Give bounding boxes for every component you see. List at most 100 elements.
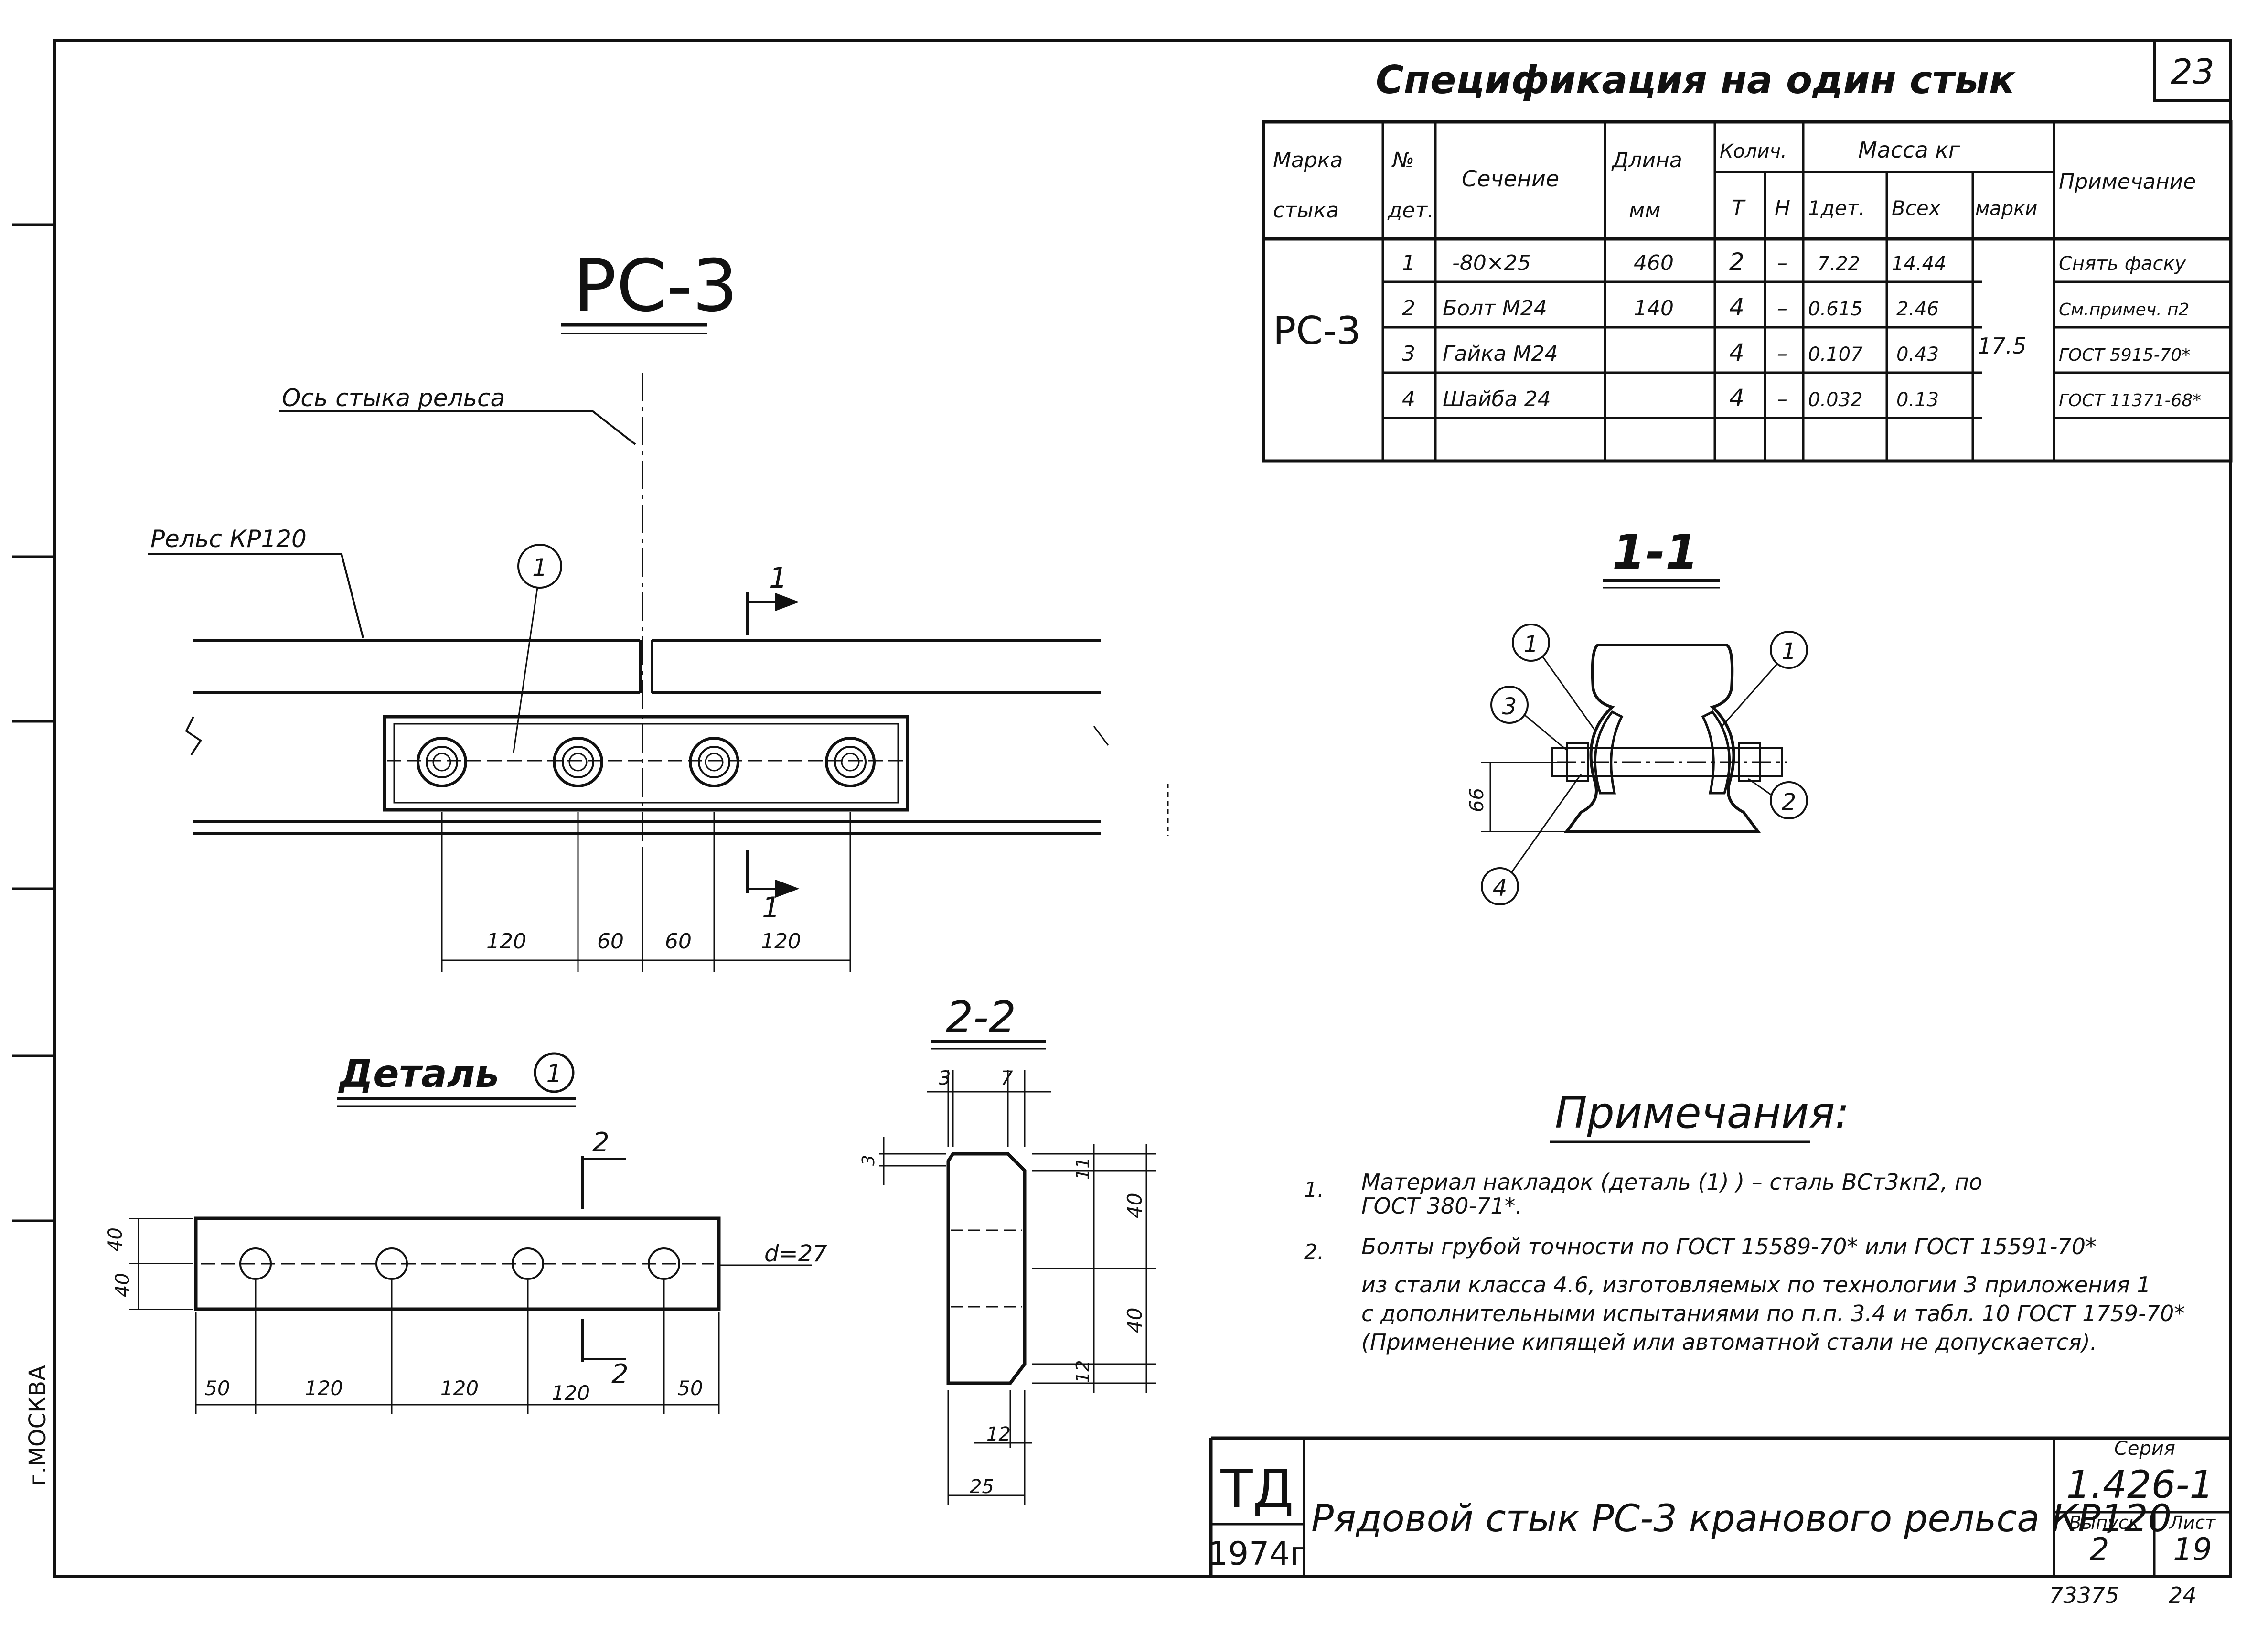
stamp-year: 1974г [1208, 1535, 1307, 1573]
cell-num: 3 [1402, 342, 1415, 366]
hdr-qty-n: Н [1775, 196, 1790, 220]
dim-v: 40 [112, 1273, 134, 1297]
stamp-sheet-label: Лист [2169, 1512, 2216, 1533]
stamp-issue: 2 [2090, 1532, 2109, 1568]
cell-mass-1: 0.615 [1808, 298, 1863, 320]
hdr-num-2: дет. [1387, 198, 1434, 223]
rail-right [651, 639, 1101, 835]
stamp-title: Рядовой стык РС-3 кранового рельса КР120 [1311, 1497, 2172, 1540]
bottom-number: 73375 [2049, 1582, 2119, 1608]
cell-note: См.примеч. п2 [2059, 300, 2189, 320]
sec11-callout: 1 [1524, 631, 1539, 658]
dim-right: 40 [1123, 1193, 1146, 1218]
hole [375, 1247, 408, 1280]
spec-mark-value: РС-3 [1273, 309, 1361, 353]
spec-rows: 1 -80×25 460 2 – 7.22 14.44 Снять фаску … [1402, 248, 2201, 412]
hdr-length-1: Длина [1611, 148, 1682, 172]
sheet-number-box [2153, 39, 2232, 102]
cell-mass-1: 0.107 [1808, 344, 1863, 366]
cell-qty-n: – [1777, 296, 1787, 321]
stamp-org: ТД [1220, 1459, 1294, 1520]
callout-circle [517, 544, 562, 589]
note-line: ГОСТ 380-71*. [1361, 1193, 1522, 1219]
hole [239, 1247, 272, 1280]
dim-label: 60 [597, 929, 624, 954]
margin-ticks [12, 223, 53, 1222]
cell-note: Снять фаску [2059, 253, 2187, 275]
splice-plate [383, 715, 909, 812]
bolt-heads [417, 737, 876, 787]
hole-label: d=27 [764, 1240, 827, 1267]
hdr-num-1: № [1391, 148, 1414, 172]
dim-bottom: 12 [986, 1423, 1011, 1445]
bolt-1 [417, 737, 467, 787]
hdr-mass-1: 1дет. [1808, 196, 1865, 220]
cell-section: -80×25 [1452, 251, 1531, 275]
dim-top: 3 [939, 1067, 951, 1089]
spec-mark-total-mass: 17.5 [1978, 333, 2026, 359]
cell-qty-n: – [1777, 342, 1787, 366]
spec-title: Спецификация на один стык [1376, 58, 2016, 102]
bolt-2 [553, 737, 603, 787]
cell-mass-all: 0.13 [1896, 389, 1939, 411]
cell-qty-n: – [1777, 387, 1787, 411]
hdr-note: Примечание [2059, 170, 2196, 194]
dim-right: 40 [1123, 1308, 1146, 1333]
hdr-length-2: мм [1629, 198, 1660, 223]
note-line: из стали класса 4.6, изготовляемых по те… [1361, 1272, 2151, 1298]
table-row: 4 Шайба 24 4 – 0.032 0.13 ГОСТ 11371-68* [1402, 384, 2201, 412]
dim-h: 120 [305, 1376, 343, 1400]
cell-qty-t: 2 [1729, 248, 1744, 276]
cell-qty-t: 4 [1729, 293, 1744, 321]
section-mark-bottom: 2 [611, 1359, 629, 1390]
hdr-mark-2: стыка [1273, 198, 1339, 223]
cell-qty-n: – [1777, 251, 1787, 275]
cell-note: ГОСТ 5915-70* [2059, 345, 2190, 365]
bottom-number: 24 [2169, 1582, 2197, 1608]
spec-headers: Марка стыка № дет. Сечение Длина мм Коли… [1273, 137, 2196, 223]
axis-label: Ось стыка рельса [282, 384, 505, 412]
stamp-sheet: 19 [2173, 1532, 2212, 1568]
dim-h: 120 [440, 1376, 479, 1400]
cell-qty-t: 4 [1729, 339, 1744, 366]
dim-h: 120 [552, 1381, 590, 1405]
section-2-2-title: 2-2 [946, 992, 1016, 1043]
dim-v: 40 [105, 1227, 127, 1252]
rail-profile [1564, 644, 1761, 833]
rail-label: Рельс КР120 [150, 525, 307, 553]
cell-mass-all: 0.43 [1896, 344, 1939, 366]
stamp-series-label: Серия [2114, 1438, 2175, 1460]
sheet-number-top: 23 [2171, 52, 2215, 92]
cell-num: 2 [1402, 296, 1415, 321]
dim-left: 3 [859, 1155, 878, 1166]
note-line: (Применение кипящей или автоматной стали… [1361, 1329, 2097, 1355]
cell-length: 460 [1634, 251, 1674, 275]
dim-bottom: 25 [970, 1476, 994, 1498]
cell-mass-1: 0.032 [1808, 389, 1863, 411]
section-marks-1 [746, 592, 800, 898]
dim-top: 7 [1001, 1067, 1013, 1089]
section-2-2: 2-2 3 7 [859, 992, 1156, 1505]
sheet-frame [53, 39, 2232, 1578]
rail-left [193, 639, 642, 835]
cell-length: 140 [1634, 296, 1674, 321]
detail-1: Деталь 1 d=27 2 2 40 40 [105, 1052, 827, 1414]
note-line: с дополнительными испытаниями по п.п. 3.… [1361, 1301, 2185, 1326]
title-block [1209, 1436, 2231, 1577]
plate-section [946, 1152, 1027, 1385]
sec11-dim: 66 [1466, 788, 1488, 812]
hdr-mass-all: Всех [1892, 196, 1941, 220]
note-line: Болты грубой точности по ГОСТ 15589-70* … [1361, 1234, 2097, 1259]
note-num: 1. [1304, 1178, 1324, 1202]
section-mark-bottom: 1 [762, 891, 780, 924]
bolt-3 [689, 737, 739, 787]
hdr-mass: Масса кг [1858, 137, 1960, 163]
hole [648, 1247, 680, 1280]
dim-label: 60 [665, 929, 692, 954]
cell-section: Гайка М24 [1443, 342, 1558, 366]
hole [512, 1247, 544, 1280]
sec11-callout: 4 [1493, 875, 1508, 902]
note-line: Материал накладок (деталь (1) ) – сталь … [1361, 1169, 1982, 1195]
dim-h: 50 [204, 1376, 230, 1400]
